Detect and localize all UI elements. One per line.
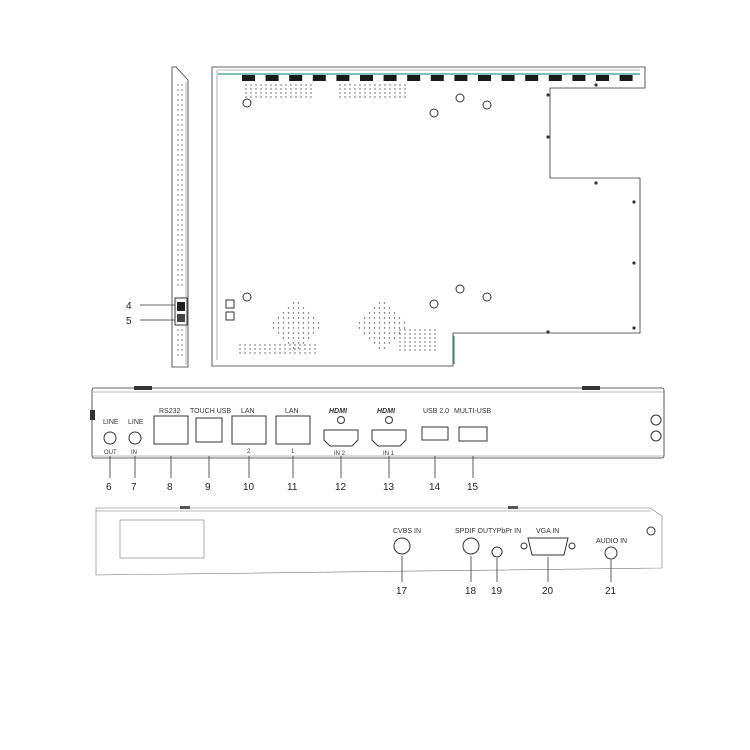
power-port-back	[225, 299, 235, 309]
ypbpr-in-jack	[491, 546, 503, 558]
back-vent-dots	[239, 84, 436, 354]
vga-in-label: VGA IN	[536, 528, 559, 535]
usb2-label: USB 2.0	[423, 408, 449, 415]
monitor-back-view	[211, 66, 646, 367]
side-panel-screw	[646, 526, 656, 536]
audio-in-label: AUDIO IN	[596, 538, 627, 545]
switch-port-back	[225, 311, 235, 321]
multi-usb-port	[458, 426, 488, 442]
callout-6: 6	[106, 482, 112, 493]
hdmi1-logo: HDMI	[377, 408, 396, 415]
panel-screw-bottom	[650, 430, 662, 442]
audio-in-jack	[604, 546, 618, 560]
multi-usb-label: MULTI-USB	[454, 408, 492, 415]
ypbpr-in-label: YPbPr IN	[492, 528, 521, 535]
side-io-panel: CVBS IN SPDIF OUT YPbPr IN VGA IN AUDIO …	[95, 506, 663, 597]
callout-8: 8	[167, 482, 173, 493]
callout-4: 4	[126, 301, 132, 312]
callout-13: 13	[383, 482, 395, 493]
touch-usb-port	[195, 417, 223, 443]
line-out-label: LINE	[103, 419, 119, 426]
rear-panel-callout-lines	[109, 456, 474, 478]
callout-14: 14	[429, 482, 441, 493]
callout-9: 9	[205, 482, 211, 493]
side-panel-callout-lines	[401, 556, 612, 582]
lan2-label: LAN	[241, 408, 255, 415]
rs232-port	[153, 415, 189, 445]
line-in-sublabel: IN	[131, 450, 137, 456]
line-in-jack	[128, 431, 142, 445]
usb2-port	[421, 426, 449, 441]
spdif-out-label: SPDIF OUT	[455, 528, 493, 535]
side-panel-cutout	[119, 519, 205, 559]
hdmi2-sublabel: IN 2	[334, 451, 346, 457]
lan1-label: LAN	[285, 408, 299, 415]
screw-points	[546, 83, 636, 334]
power-switch	[177, 314, 185, 322]
callout-21: 21	[605, 586, 617, 597]
cvbs-in-label: CVBS IN	[393, 528, 421, 535]
callout-19: 19	[491, 586, 503, 597]
side-profile-view: 4 5	[126, 66, 189, 368]
panel-screw-top	[650, 414, 662, 426]
callout-12: 12	[335, 482, 347, 493]
callout-15: 15	[467, 482, 479, 493]
side-profile-vent-dots	[177, 84, 183, 356]
lan2-port	[231, 415, 267, 445]
callout-10: 10	[243, 482, 255, 493]
callout-5: 5	[126, 316, 132, 327]
callout-20: 20	[542, 586, 554, 597]
vga-in-port	[527, 537, 569, 556]
lan1-sublabel: 1	[291, 449, 295, 455]
hdmi2-logo: HDMI	[329, 408, 348, 415]
lan1-port	[275, 415, 311, 445]
hdmi1-port	[371, 429, 407, 447]
hdmi2-port	[323, 429, 359, 447]
rear-io-panel: LINE OUT LINE IN RS232 TOUCH USB LAN 2 L…	[90, 386, 665, 493]
callout-11: 11	[287, 482, 298, 493]
hdmi2-screw	[337, 416, 345, 424]
line-out-jack	[103, 431, 117, 445]
callout-18: 18	[465, 586, 477, 597]
callout-17: 17	[396, 586, 408, 597]
top-vent-slots	[242, 75, 633, 81]
line-out-sublabel: OUT	[104, 450, 117, 456]
callout-7: 7	[131, 482, 137, 493]
hdmi1-sublabel: IN 1	[383, 451, 395, 457]
lan2-sublabel: 2	[247, 449, 251, 455]
spdif-out-jack	[462, 537, 480, 555]
hdmi1-screw	[385, 416, 393, 424]
line-in-label: LINE	[128, 419, 144, 426]
touch-usb-label: TOUCH USB	[190, 408, 231, 415]
vesa-mount-holes	[242, 93, 492, 309]
cvbs-in-jack	[393, 537, 411, 555]
power-inlet	[177, 302, 185, 311]
rs232-label: RS232	[159, 408, 181, 415]
